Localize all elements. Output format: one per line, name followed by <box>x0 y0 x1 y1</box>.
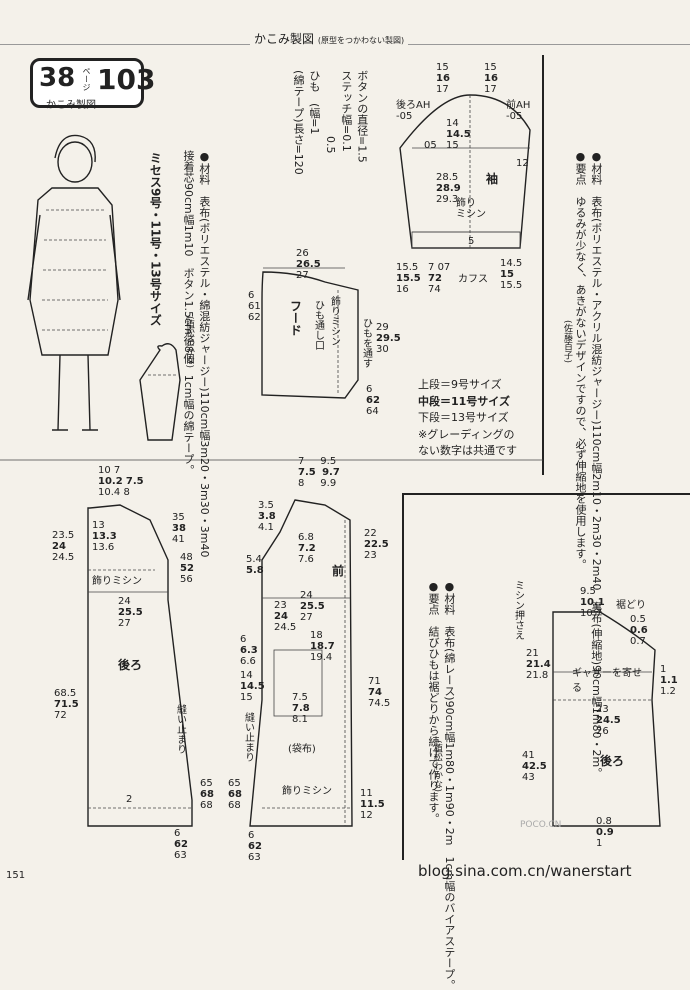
hood-pattern <box>261 267 359 399</box>
dress-hem-label: 裾どり <box>616 600 646 611</box>
back-2: 2 <box>126 794 133 805</box>
front-sew-end: 縫い止まり <box>242 712 254 762</box>
footer-url: blog.sina.com.cn/wanerstart <box>418 862 632 880</box>
dress-insert: ミシン押さえ <box>512 580 524 640</box>
page-ref: 38 <box>39 63 76 93</box>
pattern-drawings <box>0 55 690 860</box>
back-sew-end: 縫い止まり <box>174 704 186 754</box>
hood-tie2: ひもを通す <box>360 318 372 368</box>
dress-gather: ギャザーを寄せる <box>572 668 642 694</box>
back-deco: 飾りミシン <box>92 576 142 587</box>
materials-bottom-credit: (植松わかな) <box>432 740 443 793</box>
sleeve-name: 袖 <box>486 172 499 186</box>
front-pocket-bag: (袋布) <box>288 744 316 755</box>
back-pattern <box>87 504 193 827</box>
hood-tie: ひも通し口 <box>312 300 324 350</box>
model-illustration <box>27 134 181 441</box>
page-number-badge: 103 <box>97 63 156 96</box>
watermark: POCO.CN <box>520 820 562 830</box>
dress-box <box>402 493 690 860</box>
front-pattern <box>249 499 353 827</box>
size-legend: 上段＝9号サイズ 中段＝11号サイズ 下段＝13号サイズ ※グレーディングの な… <box>418 378 517 457</box>
sleeve-12: 12 <box>516 158 529 169</box>
hood-deco: 飾りミシン <box>328 296 340 346</box>
sleeve-deco: 飾りミシン <box>456 198 486 220</box>
page-badge: 38 ページ 103 <box>30 58 155 108</box>
button-note: ボタンの直径=1.5 ステッチ幅=0.1 0.5 ひも (幅=1 (綿テープ)長… <box>291 70 369 175</box>
sleeve-05: 05 <box>424 140 437 151</box>
sleeve-5: 5 <box>468 236 475 247</box>
page-number: 151 <box>6 870 26 881</box>
dress-name: 後ろ <box>600 754 625 768</box>
hood-name: フード <box>288 300 303 336</box>
sleeve-front-ah: 前AH-05 <box>506 100 531 122</box>
back-name: 後ろ <box>118 658 143 672</box>
front-deco: 飾りミシン <box>282 786 332 797</box>
dress-pattern <box>552 611 661 827</box>
front-name: 前 <box>332 564 345 578</box>
sizes-note: ミセス9号・11号・13号サイズ <box>148 152 163 326</box>
page-header: かこみ製図 (原型をつかわない製図) <box>0 0 690 47</box>
sleeve-back-ah: 後ろAH-05 <box>396 100 431 122</box>
page-unit: ページ <box>82 67 91 91</box>
materials-left: ●材料 表布(ポリエステル・綿混紡ジャージー)110cm幅3m20・3m30・3… <box>181 150 211 558</box>
badge-caption: かこみ製図 <box>46 100 96 111</box>
cuff-label: カフス <box>458 274 488 285</box>
header-title: かこみ製図 (原型をつかわない製図) <box>250 30 409 47</box>
sleeve-pattern <box>399 94 531 249</box>
materials-right: ●材料 表布(ポリエステル・アクリル混紡ジャージー)110cm幅2m10・2m3… <box>573 150 603 779</box>
materials-left-credit: (植松わかな) <box>184 316 195 369</box>
materials-right-credit: (佐藤百子) <box>562 320 573 364</box>
